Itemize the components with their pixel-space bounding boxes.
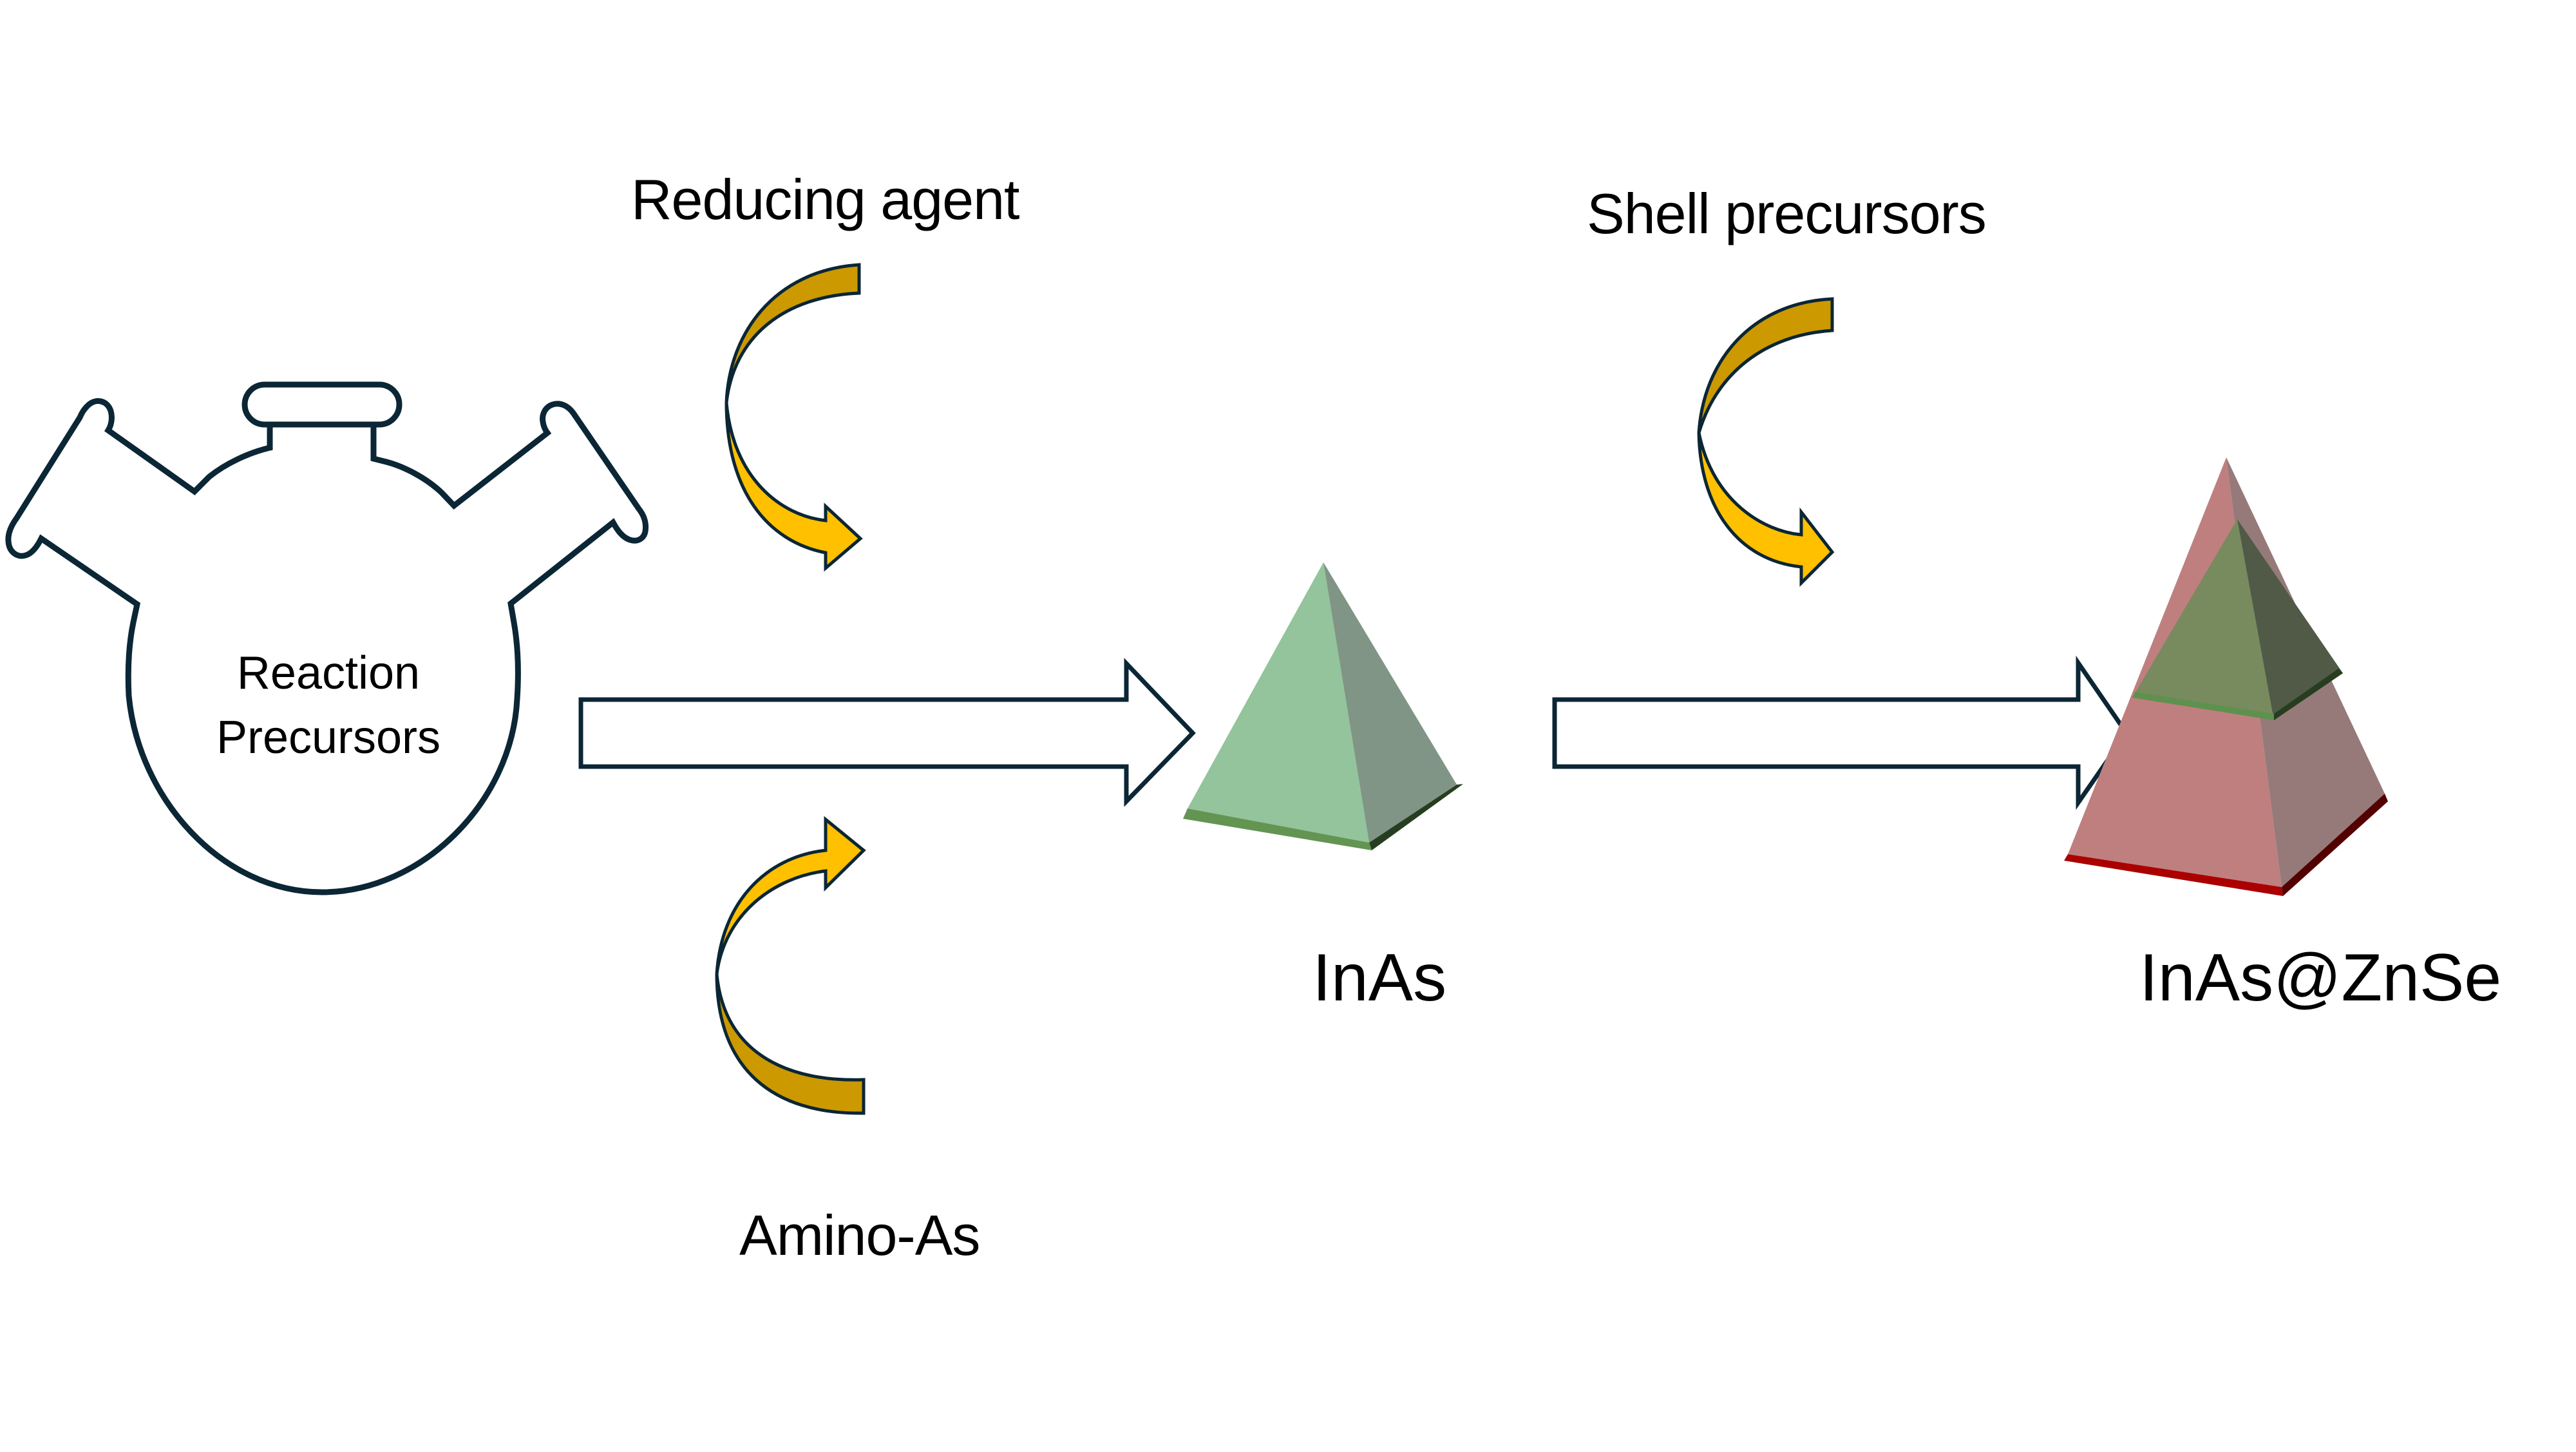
inas-base-side xyxy=(1369,784,1463,850)
flask-label: Reaction Precursors xyxy=(193,641,464,770)
flask-label-line2: Precursors xyxy=(216,712,441,763)
core-front-face xyxy=(2132,519,2274,720)
curved-arrow-upper-band xyxy=(715,816,866,975)
inas-base-front xyxy=(1183,808,1372,850)
reaction-arrow-2 xyxy=(1552,655,2130,810)
curved-arrow-lower-band xyxy=(715,973,866,1115)
inas-znse-label: InAs@ZnSe xyxy=(2139,941,2502,1015)
flask-path xyxy=(141,429,142,448)
curved-arrow-lower-band xyxy=(724,402,863,572)
curved-arrow-upper-band xyxy=(1697,297,1834,434)
flask-stopper xyxy=(242,381,402,428)
inas-label: InAs xyxy=(1312,941,1447,1015)
inas-pyramid-icon xyxy=(1183,562,1463,850)
curved-arrow-reducing-agent-icon xyxy=(724,263,863,572)
amino-as-label: Amino-As xyxy=(739,1203,980,1267)
core-side-face xyxy=(2237,519,2343,720)
inas-side-face xyxy=(1323,562,1457,843)
shell-precursors-label: Shell precursors xyxy=(1587,182,1987,245)
inas-front-face xyxy=(1188,562,1369,843)
flask-vessel-outline xyxy=(5,394,649,895)
reaction-arrow-1 xyxy=(578,658,1196,807)
shell-base-side xyxy=(2282,794,2388,896)
curved-arrow-upper-band xyxy=(724,263,861,403)
reducing-agent-label: Reducing agent xyxy=(631,167,1019,231)
curved-arrow-shell-precursors-icon xyxy=(1697,297,1835,587)
flask-visible xyxy=(5,381,649,895)
curved-arrow-amino-as-icon xyxy=(715,816,866,1115)
core-base-front xyxy=(2132,692,2274,720)
core-base-side xyxy=(2274,669,2343,720)
curved-arrow-lower-band xyxy=(1697,432,1835,587)
shell-base-front xyxy=(2064,854,2283,896)
inas-znse-pyramid-icon xyxy=(2064,457,2388,896)
flask-label-line1: Reaction xyxy=(236,647,421,699)
